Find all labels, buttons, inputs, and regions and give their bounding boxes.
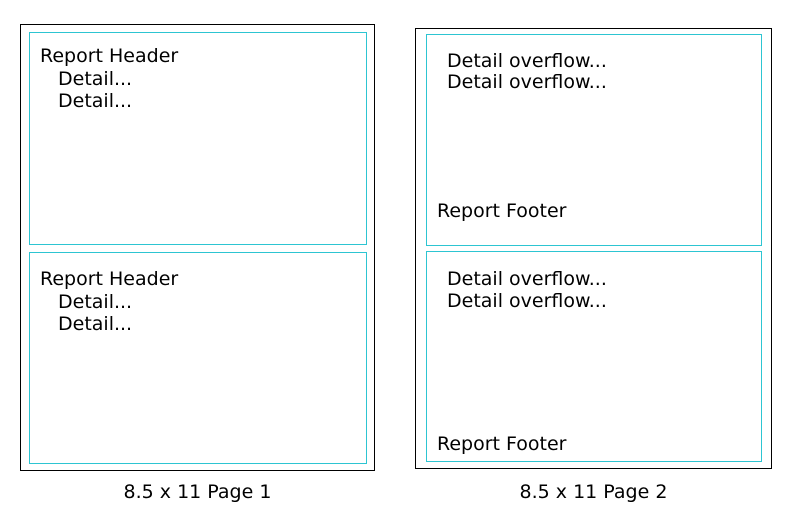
page-1-caption: 8.5 x 11 Page 1 bbox=[123, 481, 272, 503]
report-header-text: Report Header bbox=[40, 268, 179, 290]
page2-band-1: Detail overflow... Detail overflow... Re… bbox=[426, 34, 762, 246]
detail-text: Detail... bbox=[58, 291, 133, 313]
detail-overflow-text: Detail overflow... bbox=[447, 71, 607, 93]
page1-band-1: Report Header Detail... Detail... bbox=[29, 32, 367, 245]
detail-text: Detail... bbox=[58, 68, 133, 90]
report-footer-text: Report Footer bbox=[437, 200, 567, 222]
detail-overflow-text: Detail overflow... bbox=[447, 268, 607, 290]
detail-overflow-text: Detail overflow... bbox=[447, 290, 607, 312]
page2-band-2: Detail overflow... Detail overflow... Re… bbox=[426, 251, 762, 462]
page-1: Report Header Detail... Detail... Report… bbox=[20, 24, 375, 471]
report-footer-text: Report Footer bbox=[437, 433, 567, 455]
page1-band-2: Report Header Detail... Detail... bbox=[29, 252, 367, 464]
page-2-caption: 8.5 x 11 Page 2 bbox=[519, 481, 668, 503]
detail-overflow-text: Detail overflow... bbox=[447, 50, 607, 72]
detail-text: Detail... bbox=[58, 313, 133, 335]
page-2: Detail overflow... Detail overflow... Re… bbox=[415, 28, 772, 469]
report-header-text: Report Header bbox=[40, 45, 179, 67]
detail-text: Detail... bbox=[58, 90, 133, 112]
